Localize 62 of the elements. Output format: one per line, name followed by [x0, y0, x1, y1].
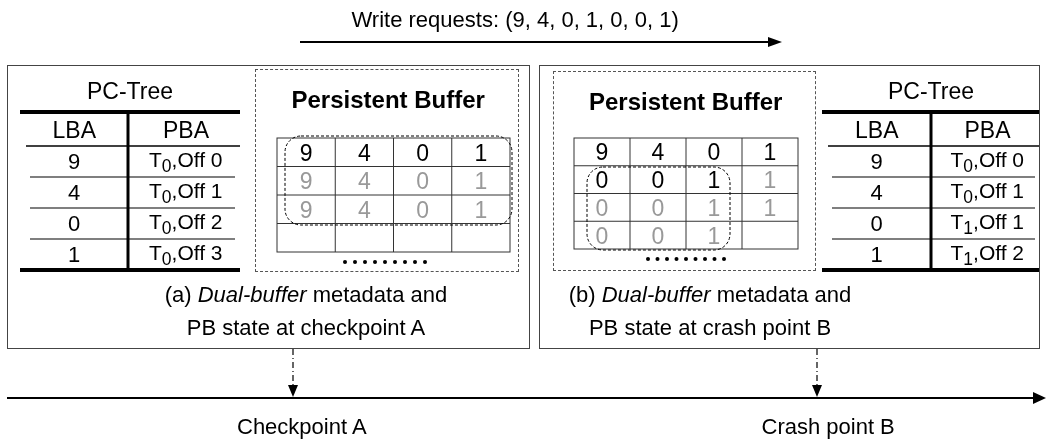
buffer-value: 1: [474, 198, 488, 222]
buffer-value: 0: [707, 141, 721, 165]
buffer-value: 1: [763, 196, 777, 220]
table-cell: T$_{0}$,Off 0: [149, 148, 223, 176]
buffer-value: 0: [416, 170, 429, 194]
buffer-value: 0: [651, 169, 665, 193]
column-header: LBA: [52, 118, 96, 142]
buffer-value: 9: [299, 141, 313, 165]
buffer-value: 1: [707, 169, 721, 193]
table-cell: 4: [870, 182, 883, 204]
table-cell: T$_{0}$,Off 1: [950, 179, 1025, 207]
buffer-title: Persistent Buffer: [291, 88, 485, 112]
buffer-value: 1: [763, 169, 777, 193]
buffer-value: 1: [474, 170, 488, 194]
table-cell: 0: [68, 213, 81, 235]
buffer-value: 0: [595, 169, 609, 193]
buffer-value: 9: [299, 198, 313, 222]
table-cell: T$_{1}$,Off 1: [950, 210, 1025, 238]
table-cell: 9: [68, 151, 81, 173]
table-cell: 9: [870, 151, 883, 173]
column-header: LBA: [855, 118, 899, 142]
panel-caption: (b) Dual-buffer metadata and PB state at crash point B: [567, 281, 853, 342]
table-cell: T$_{0}$,Off 1: [149, 179, 223, 207]
buffer-value: 4: [651, 141, 665, 165]
table-title: PC-Tree: [87, 79, 174, 103]
buffer-value: 0: [416, 198, 429, 222]
column-header: PBA: [163, 118, 210, 142]
buffer-value: 0: [651, 224, 665, 248]
table-cell: 1: [68, 244, 81, 266]
buffer-value: 0: [595, 224, 609, 248]
buffer-value: 9: [299, 170, 313, 194]
buffer-value: 1: [474, 141, 488, 165]
dashed-arrow: [812, 348, 822, 398]
table-cell: T$_{0}$,Off 2: [149, 210, 223, 238]
buffer-value: 0: [651, 196, 665, 220]
panel-frame: [539, 65, 1040, 349]
panel-caption: (a) Dual-buffer metadata and PB state at checkpoint A: [163, 281, 449, 342]
table-title: PC-Tree: [888, 79, 975, 103]
buffer-value: 4: [357, 170, 371, 194]
table-cell: 1: [870, 244, 883, 266]
buffer-value: 0: [416, 141, 429, 165]
table-cell: T$_{0}$,Off 3: [149, 241, 223, 269]
buffer-value: 1: [707, 224, 721, 248]
buffer-value: 4: [357, 141, 371, 165]
buffer-value: 0: [595, 196, 609, 220]
panel-frame: [7, 65, 530, 349]
timeline-label: Checkpoint A: [237, 416, 367, 438]
dashed-arrow: [288, 348, 298, 398]
buffer-panel: [553, 71, 816, 271]
column-header: PBA: [964, 118, 1011, 142]
table-cell: 4: [68, 182, 81, 204]
buffer-value: 1: [763, 141, 777, 165]
buffer-value: 1: [707, 196, 721, 220]
timeline-label: Crash point B: [761, 416, 895, 438]
table-cell: T$_{0}$,Off 0: [950, 148, 1025, 176]
write-requests-label: Write requests: (9, 4, 0, 1, 0, 0, 1): [351, 9, 679, 31]
table-cell: T$_{1}$,Off 2: [950, 241, 1025, 269]
buffer-title: Persistent Buffer: [589, 90, 783, 114]
buffer-panel: [255, 69, 519, 272]
buffer-value: 4: [357, 198, 371, 222]
table-cell: 0: [870, 213, 883, 235]
buffer-value: 9: [595, 141, 609, 165]
